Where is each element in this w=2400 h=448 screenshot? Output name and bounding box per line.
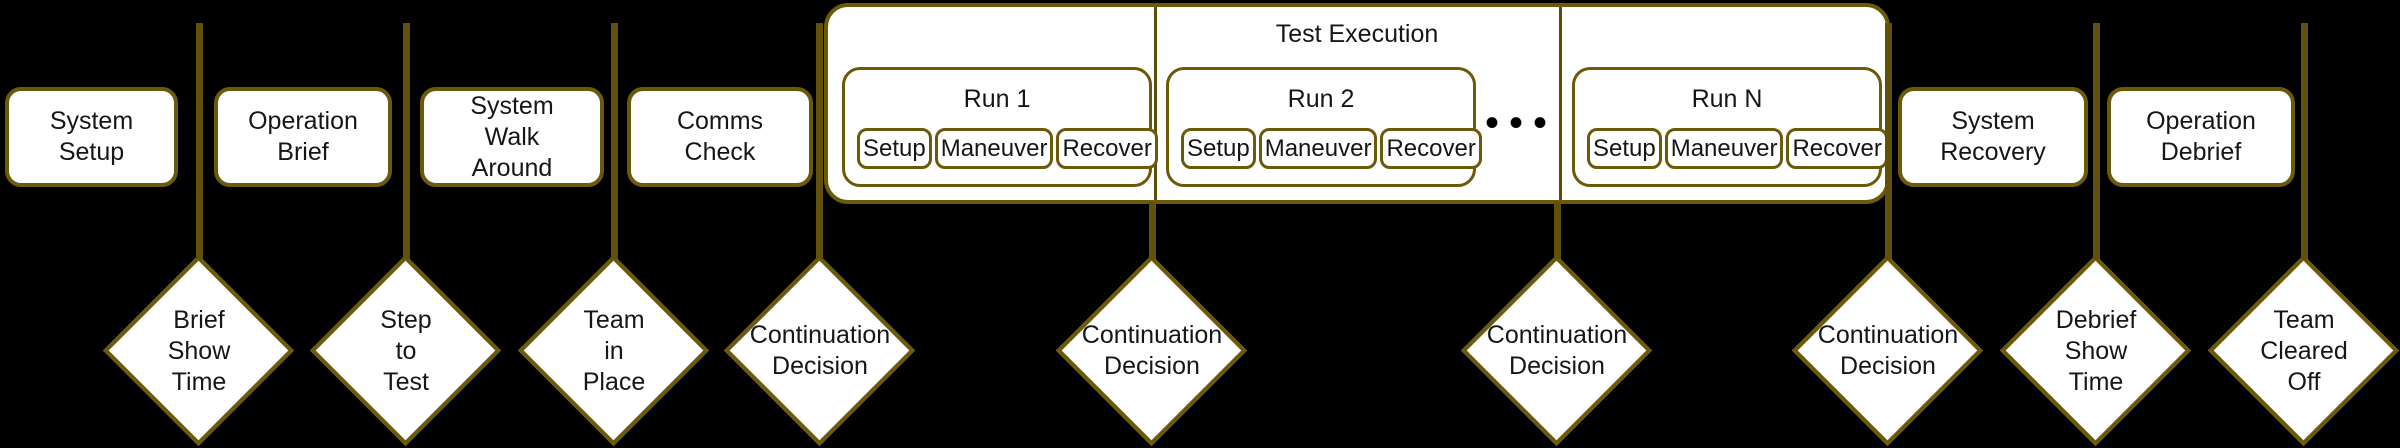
test-execution-title: Test Execution [1275, 20, 1439, 48]
run-n-title: Run N [1691, 85, 1763, 113]
milestone-team-cleared-off: Team Cleared Off [2208, 255, 2400, 447]
milestone-continuation-decision-3: Continuation Decision [1461, 255, 1653, 447]
run-1-steps: Setup Maneuver Recover [857, 128, 1158, 169]
stage-system-setup: System Setup [5, 87, 178, 187]
run-1-step-setup: Setup [857, 128, 932, 169]
connector-team-cleared-off [2301, 23, 2308, 259]
milestone-label: Brief Show Time [167, 305, 231, 396]
run-1-title: Run 1 [963, 85, 1031, 113]
run-divider-2 [1559, 7, 1562, 200]
test-execution-container: Test Execution Run 1 Setup Maneuver Reco… [824, 3, 1890, 204]
stage-comms-check: Comms Check [627, 87, 813, 187]
milestone-continuation-decision-1: Continuation Decision [724, 255, 916, 447]
connector-debrief-show-time [2093, 23, 2100, 259]
connector-step-to-test [403, 23, 410, 259]
run-1-step-maneuver: Maneuver [934, 128, 1054, 169]
run-2-steps: Setup Maneuver Recover [1181, 128, 1482, 169]
stage-system-walk-around: System Walk Around [420, 87, 604, 187]
milestone-continuation-decision-4: Continuation Decision [1792, 255, 1984, 447]
connector-brief-show-time [196, 23, 203, 259]
milestone-label: Team in Place [582, 305, 646, 396]
milestone-label: Continuation Decision [1081, 321, 1223, 380]
run-2-step-setup: Setup [1181, 128, 1256, 169]
milestone-team-in-place: Team in Place [518, 255, 710, 447]
run-n-box: Run N Setup Maneuver Recover [1572, 67, 1888, 187]
milestone-label: Continuation Decision [1817, 321, 1959, 380]
stage-operation-brief: Operation Brief [214, 87, 392, 187]
stage-operation-debrief: Operation Debrief [2107, 87, 2295, 187]
run-n-steps: Setup Maneuver Recover [1587, 128, 1888, 169]
connector-continuation-decision-1 [816, 23, 823, 259]
run-2-title: Run 2 [1287, 85, 1355, 113]
milestone-debrief-show-time: Debrief Show Time [2000, 255, 2192, 447]
milestone-label: Continuation Decision [1486, 321, 1628, 380]
stage-system-recovery: System Recovery [1898, 87, 2088, 187]
connector-team-in-place [611, 23, 618, 259]
milestone-continuation-decision-2: Continuation Decision [1056, 255, 1248, 447]
milestone-step-to-test: Step to Test [310, 255, 502, 447]
connector-continuation-decision-4 [1885, 23, 1892, 259]
run-n-step-recover: Recover [1786, 128, 1888, 169]
milestone-label: Step to Test [380, 305, 432, 396]
milestone-label: Continuation Decision [749, 321, 891, 380]
run-2-step-recover: Recover [1380, 128, 1482, 169]
connector-continuation-decision-3 [1554, 202, 1561, 259]
run-n-step-maneuver: Maneuver [1664, 128, 1784, 169]
milestone-label: Team Cleared Off [2260, 305, 2348, 396]
milestone-label: Debrief Show Time [2055, 305, 2137, 396]
connector-continuation-decision-2 [1149, 202, 1156, 259]
run-divider-1 [1154, 7, 1157, 200]
run-1-step-recover: Recover [1056, 128, 1158, 169]
run-1-box: Run 1 Setup Maneuver Recover [842, 67, 1158, 187]
more-runs-ellipsis: ••• [1484, 101, 1557, 145]
run-2-step-maneuver: Maneuver [1258, 128, 1378, 169]
run-n-step-setup: Setup [1587, 128, 1662, 169]
run-2-box: Run 2 Setup Maneuver Recover [1166, 67, 1482, 187]
milestone-brief-show-time: Brief Show Time [103, 255, 295, 447]
